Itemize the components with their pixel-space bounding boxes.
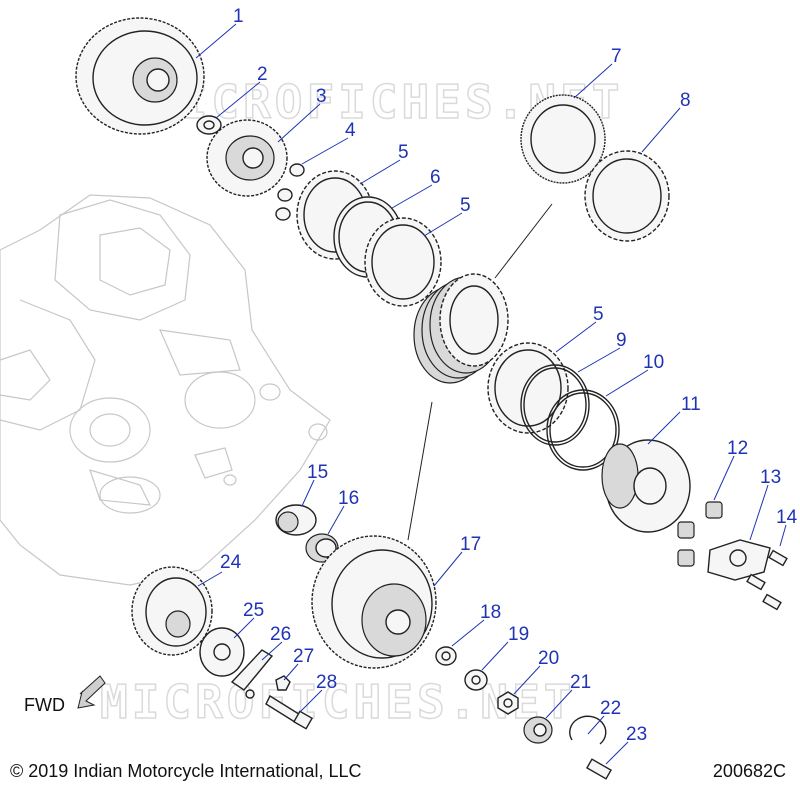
part-18-washer [435,646,457,666]
callout-23: 23 [626,724,647,745]
part-19-washer [464,669,488,691]
callout-24: 24 [220,552,242,573]
engine-case [0,194,331,586]
callout-22: 22 [600,698,621,719]
callout-labels: 1 2 3 4 5 6 5 7 8 5 9 10 11 12 13 14 15 … [220,6,798,745]
callout-28: 28 [316,672,337,693]
callout-5-c: 5 [593,304,604,325]
callout-12: 12 [727,438,748,459]
part-21-bearing [523,716,553,744]
callout-5-a: 5 [398,142,409,163]
copyright-notice: © 2019 Indian Motorcycle International, … [10,761,362,781]
part-25-disc [199,627,245,677]
callout-19: 19 [508,624,529,645]
callout-17: 17 [460,534,481,555]
callout-2: 2 [257,64,268,85]
fwd-label: FWD [24,695,65,715]
part-9-ring [520,364,590,446]
callout-9: 9 [616,330,627,351]
callout-8: 8 [680,90,691,111]
callout-11: 11 [681,394,701,415]
callout-20: 20 [538,648,559,669]
part-8-friction-plate [584,150,670,242]
part-20-nut [497,691,519,715]
callout-5-b: 5 [460,195,471,216]
callout-15: 15 [307,462,328,483]
callout-25: 25 [243,600,264,621]
callout-10: 10 [643,352,664,373]
callout-3: 3 [316,86,327,107]
part-22-circlip [569,715,607,745]
part-15-bushing [275,504,317,536]
part-24-primary-gear [131,566,213,656]
part-7-steel-plate [520,94,606,184]
callout-13: 13 [760,467,781,488]
part-28-long-bolt [265,694,314,730]
part-14-bolts [746,549,788,611]
callout-1: 1 [233,6,244,27]
clutch-pack-stack [413,273,509,384]
callout-14: 14 [776,507,798,528]
part-10-ring [546,389,620,471]
callout-18: 18 [480,602,501,623]
part-5-friction-plate-b [364,217,442,307]
axis-line-lower [407,401,433,541]
fwd-arrow-icon [77,675,106,709]
callout-27: 27 [293,646,314,667]
callout-21: 21 [570,672,591,693]
callout-6: 6 [430,167,441,188]
part-1-clutch-basket [75,17,205,135]
watermark-bottom: MICROFICHES.NET [100,675,575,729]
callout-26: 26 [270,624,291,645]
part-27-bolt [275,675,291,691]
part-4-o-rings [275,163,305,221]
part-17-clutch-basket [311,535,437,669]
callout-16: 16 [338,488,359,509]
callout-leaders [195,23,787,765]
part-23-bolt [586,758,612,780]
callout-4: 4 [345,120,356,141]
callout-7: 7 [611,46,622,67]
part-11-pressure-plate [601,439,691,533]
part-12-springs [677,501,723,567]
part-3-clutch-hub [206,119,288,197]
part-2-washer [196,115,222,135]
drawing-number: 200682C [712,761,786,781]
axis-line-upper [494,203,553,279]
part-13-retainer-plate [707,539,771,581]
